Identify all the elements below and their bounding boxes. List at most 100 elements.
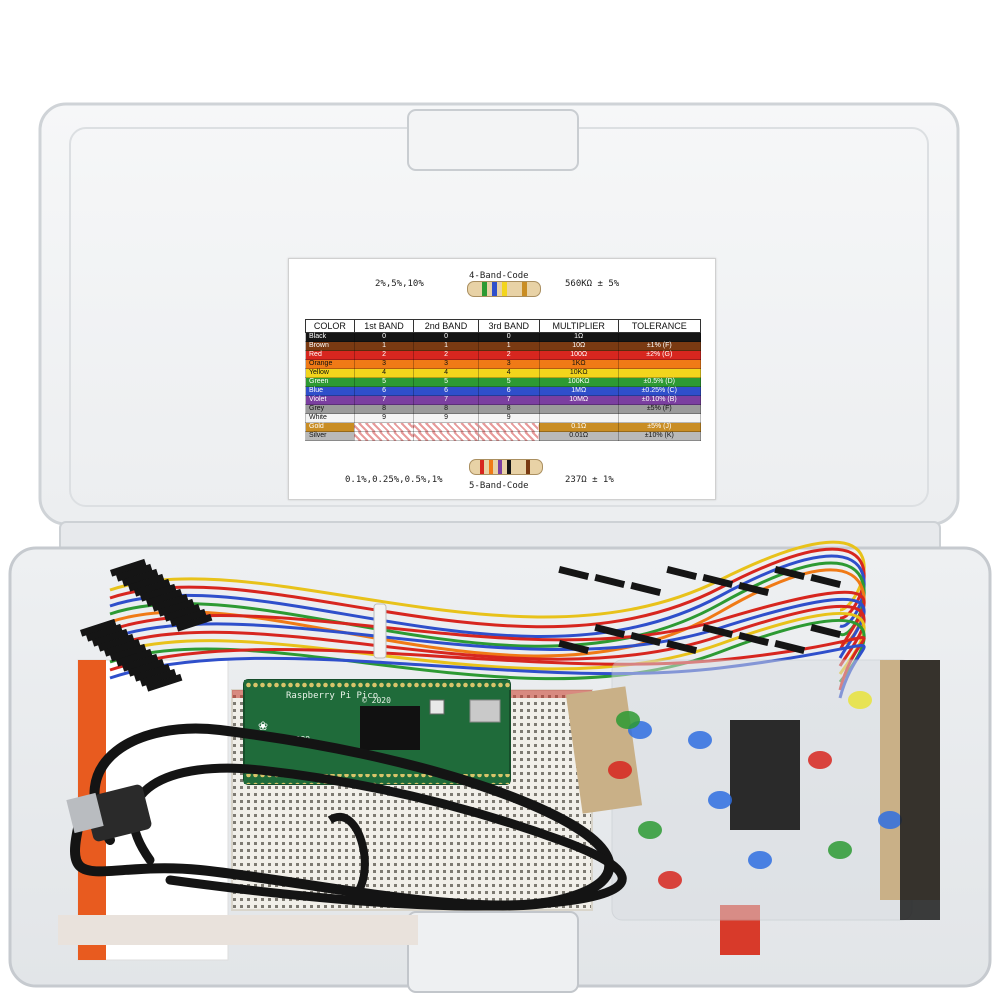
jumper-connector-icon bbox=[738, 582, 770, 597]
color-value-cell: 1MΩ bbox=[538, 386, 619, 396]
led-icon bbox=[748, 851, 772, 869]
color-name-cell: Gold bbox=[305, 422, 355, 432]
jumper-connector-icon bbox=[133, 663, 171, 682]
jumper-connector-icon bbox=[151, 593, 189, 612]
four-band-resistor-icon bbox=[467, 281, 541, 297]
jumper-connector-icon bbox=[774, 640, 806, 655]
color-value-cell bbox=[617, 413, 702, 423]
color-value-cell: ±0.10% (B) bbox=[617, 395, 702, 405]
color-value-cell: 1 bbox=[413, 341, 479, 351]
color-value-cell: ±1% (F) bbox=[617, 341, 702, 351]
led-icon bbox=[608, 761, 632, 779]
header-cell: 3rd BAND bbox=[477, 319, 540, 333]
jumper-connector-icon bbox=[158, 598, 195, 617]
color-value-cell: 1 bbox=[477, 341, 540, 351]
color-value-cell: 3 bbox=[413, 359, 479, 369]
color-value-cell: 8 bbox=[353, 404, 415, 414]
color-value-cell: ±10% (K) bbox=[617, 431, 702, 441]
four-band-tolerances: 2%,5%,10% bbox=[375, 279, 424, 289]
jumper-connector-icon bbox=[122, 568, 159, 587]
jumper-connector-icon bbox=[128, 573, 165, 592]
jumper-connector-icon bbox=[630, 632, 662, 647]
color-value-cell bbox=[353, 431, 415, 441]
color-value-cell: 10MΩ bbox=[538, 395, 619, 405]
jumper-connector-icon bbox=[128, 658, 165, 677]
jumper-connector-icon bbox=[630, 582, 662, 597]
header-cell: COLOR bbox=[305, 319, 355, 333]
color-value-cell: ±5% (J) bbox=[617, 422, 702, 432]
color-value-cell: 100KΩ bbox=[538, 377, 619, 387]
color-value-cell: 8 bbox=[477, 404, 540, 414]
jumper-connector-icon bbox=[140, 668, 177, 687]
jumper-connector-icon bbox=[774, 566, 806, 581]
color-name-cell: Grey bbox=[305, 404, 355, 414]
jumper-connector-icon bbox=[110, 643, 147, 662]
color-value-cell: 10Ω bbox=[538, 341, 619, 351]
jumper-connector-icon bbox=[86, 623, 123, 642]
color-name-cell: Violet bbox=[305, 395, 355, 405]
color-value-cell: 7 bbox=[353, 395, 415, 405]
four-band-title: 4-Band-Code bbox=[469, 271, 529, 281]
color-value-cell bbox=[617, 332, 702, 342]
color-value-cell: 1Ω bbox=[538, 332, 619, 342]
jumper-connector-icon bbox=[666, 640, 698, 655]
jumper-connector-icon bbox=[146, 588, 183, 607]
led-icon bbox=[688, 731, 712, 749]
color-value-cell: 0.1Ω bbox=[538, 422, 619, 432]
color-value-cell: 6 bbox=[477, 386, 540, 396]
jumper-connector-icon bbox=[176, 613, 213, 632]
color-value-cell: 100Ω bbox=[538, 350, 619, 360]
jumper-connector-icon bbox=[558, 640, 590, 655]
color-value-cell: 0.01Ω bbox=[538, 431, 619, 441]
color-value-cell: 5 bbox=[413, 377, 479, 387]
color-value-cell: 4 bbox=[477, 368, 540, 378]
jumper-connector-icon bbox=[110, 558, 147, 577]
color-value-cell bbox=[538, 413, 619, 423]
header-cell: 2nd BAND bbox=[413, 319, 479, 333]
led-icon bbox=[708, 791, 732, 809]
jumper-connector-icon bbox=[116, 648, 153, 667]
color-value-cell bbox=[617, 368, 702, 378]
color-value-cell bbox=[413, 431, 479, 441]
jumper-connector-icon bbox=[810, 574, 842, 589]
color-value-cell: ±2% (G) bbox=[617, 350, 702, 360]
color-value-cell bbox=[413, 422, 479, 432]
jumper-connector-icon bbox=[702, 574, 734, 589]
color-name-cell: Blue bbox=[305, 386, 355, 396]
color-name-cell: Green bbox=[305, 377, 355, 387]
jumper-connector-icon bbox=[122, 653, 159, 672]
raspberry-logo-icon: ❀ bbox=[258, 719, 268, 733]
base-latch bbox=[407, 911, 579, 993]
color-value-cell: 7 bbox=[413, 395, 479, 405]
jumper-connector-icon bbox=[80, 618, 117, 637]
jumper-connector-icon bbox=[810, 623, 842, 639]
color-name-cell: Yellow bbox=[305, 368, 355, 378]
color-value-cell: 4 bbox=[413, 368, 479, 378]
led-icon bbox=[878, 811, 902, 829]
led-bar-graph-icon bbox=[730, 720, 800, 830]
pico-copyright-text: © 2020 bbox=[362, 696, 391, 705]
color-row-gold: Gold 0.1Ω±5% (J) bbox=[305, 422, 702, 432]
color-value-cell bbox=[538, 404, 619, 414]
pico-chip bbox=[360, 706, 420, 750]
color-value-cell bbox=[353, 422, 415, 432]
five-band-example: 237Ω ± 1% bbox=[565, 475, 614, 485]
color-value-cell: 5 bbox=[353, 377, 415, 387]
raspberry-pi-pico-board: Raspberry Pi Pico © 2020 V1989 ❀ bbox=[243, 679, 511, 785]
jumper-connector-icon bbox=[164, 603, 201, 622]
usb-cable bbox=[66, 723, 627, 911]
four-band-example: 560KΩ ± 5% bbox=[565, 279, 620, 289]
led-icon bbox=[658, 871, 682, 889]
color-value-cell: 0 bbox=[353, 332, 415, 342]
color-name-cell: Black bbox=[305, 332, 355, 342]
header-pin-strip bbox=[900, 660, 940, 920]
color-value-cell: ±0.25% (C) bbox=[617, 386, 702, 396]
color-value-cell: 8 bbox=[413, 404, 479, 414]
header-cell: MULTIPLIER bbox=[538, 319, 619, 333]
